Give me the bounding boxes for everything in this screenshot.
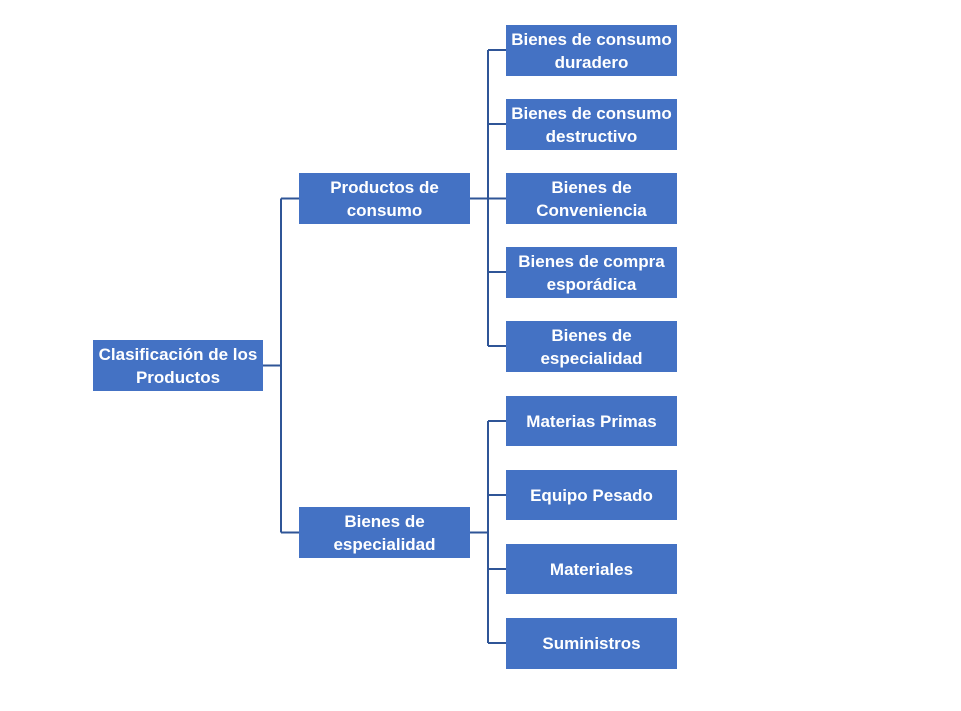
leaf-node-consumo-destructivo: Bienes de consumo destructivo: [506, 99, 677, 150]
connector-branch-consumo: [470, 49, 506, 347]
branch-node-label: Productos de consumo: [330, 177, 439, 220]
branch-node-label: Bienes de especialidad: [333, 511, 436, 554]
connector-branch-especialidad: [470, 420, 506, 644]
branch-node-productos-consumo: Productos de consumo: [299, 173, 470, 224]
leaf-node-label: Bienes de consumo destructivo: [511, 103, 672, 146]
leaf-node-consumo-duradero: Bienes de consumo duradero: [506, 25, 677, 76]
connector-root: [263, 197, 299, 534]
leaf-node-especialidad: Bienes de especialidad: [506, 321, 677, 372]
leaf-node-label: Bienes de Conveniencia: [536, 177, 647, 220]
leaf-node-conveniencia: Bienes de Conveniencia: [506, 173, 677, 224]
leaf-node-label: Suministros: [542, 634, 641, 653]
root-node-label: Clasificación de los Productos: [98, 344, 258, 387]
leaf-node-materias-primas: Materias Primas: [506, 396, 677, 446]
leaf-node-suministros: Suministros: [506, 618, 677, 669]
leaf-node-label: Equipo Pesado: [530, 485, 653, 505]
leaf-node-label: Bienes de especialidad: [540, 325, 643, 368]
leaf-node-label: Materiales: [549, 559, 634, 579]
root-node: Clasificación de los Productos: [93, 340, 263, 391]
leaf-node-compra-esporadica: Bienes de compra esporádica: [506, 247, 677, 298]
branch-node-bienes-especialidad: Bienes de especialidad: [299, 507, 470, 558]
leaf-node-label: Bienes de compra esporádica: [518, 251, 665, 294]
leaf-node-label: Materias Primas: [526, 411, 657, 431]
leaf-node-label: Bienes de consumo duradero: [511, 29, 672, 72]
leaf-node-materiales: Materiales: [506, 544, 677, 594]
leaf-node-equipo-pesado: Equipo Pesado: [506, 470, 677, 520]
